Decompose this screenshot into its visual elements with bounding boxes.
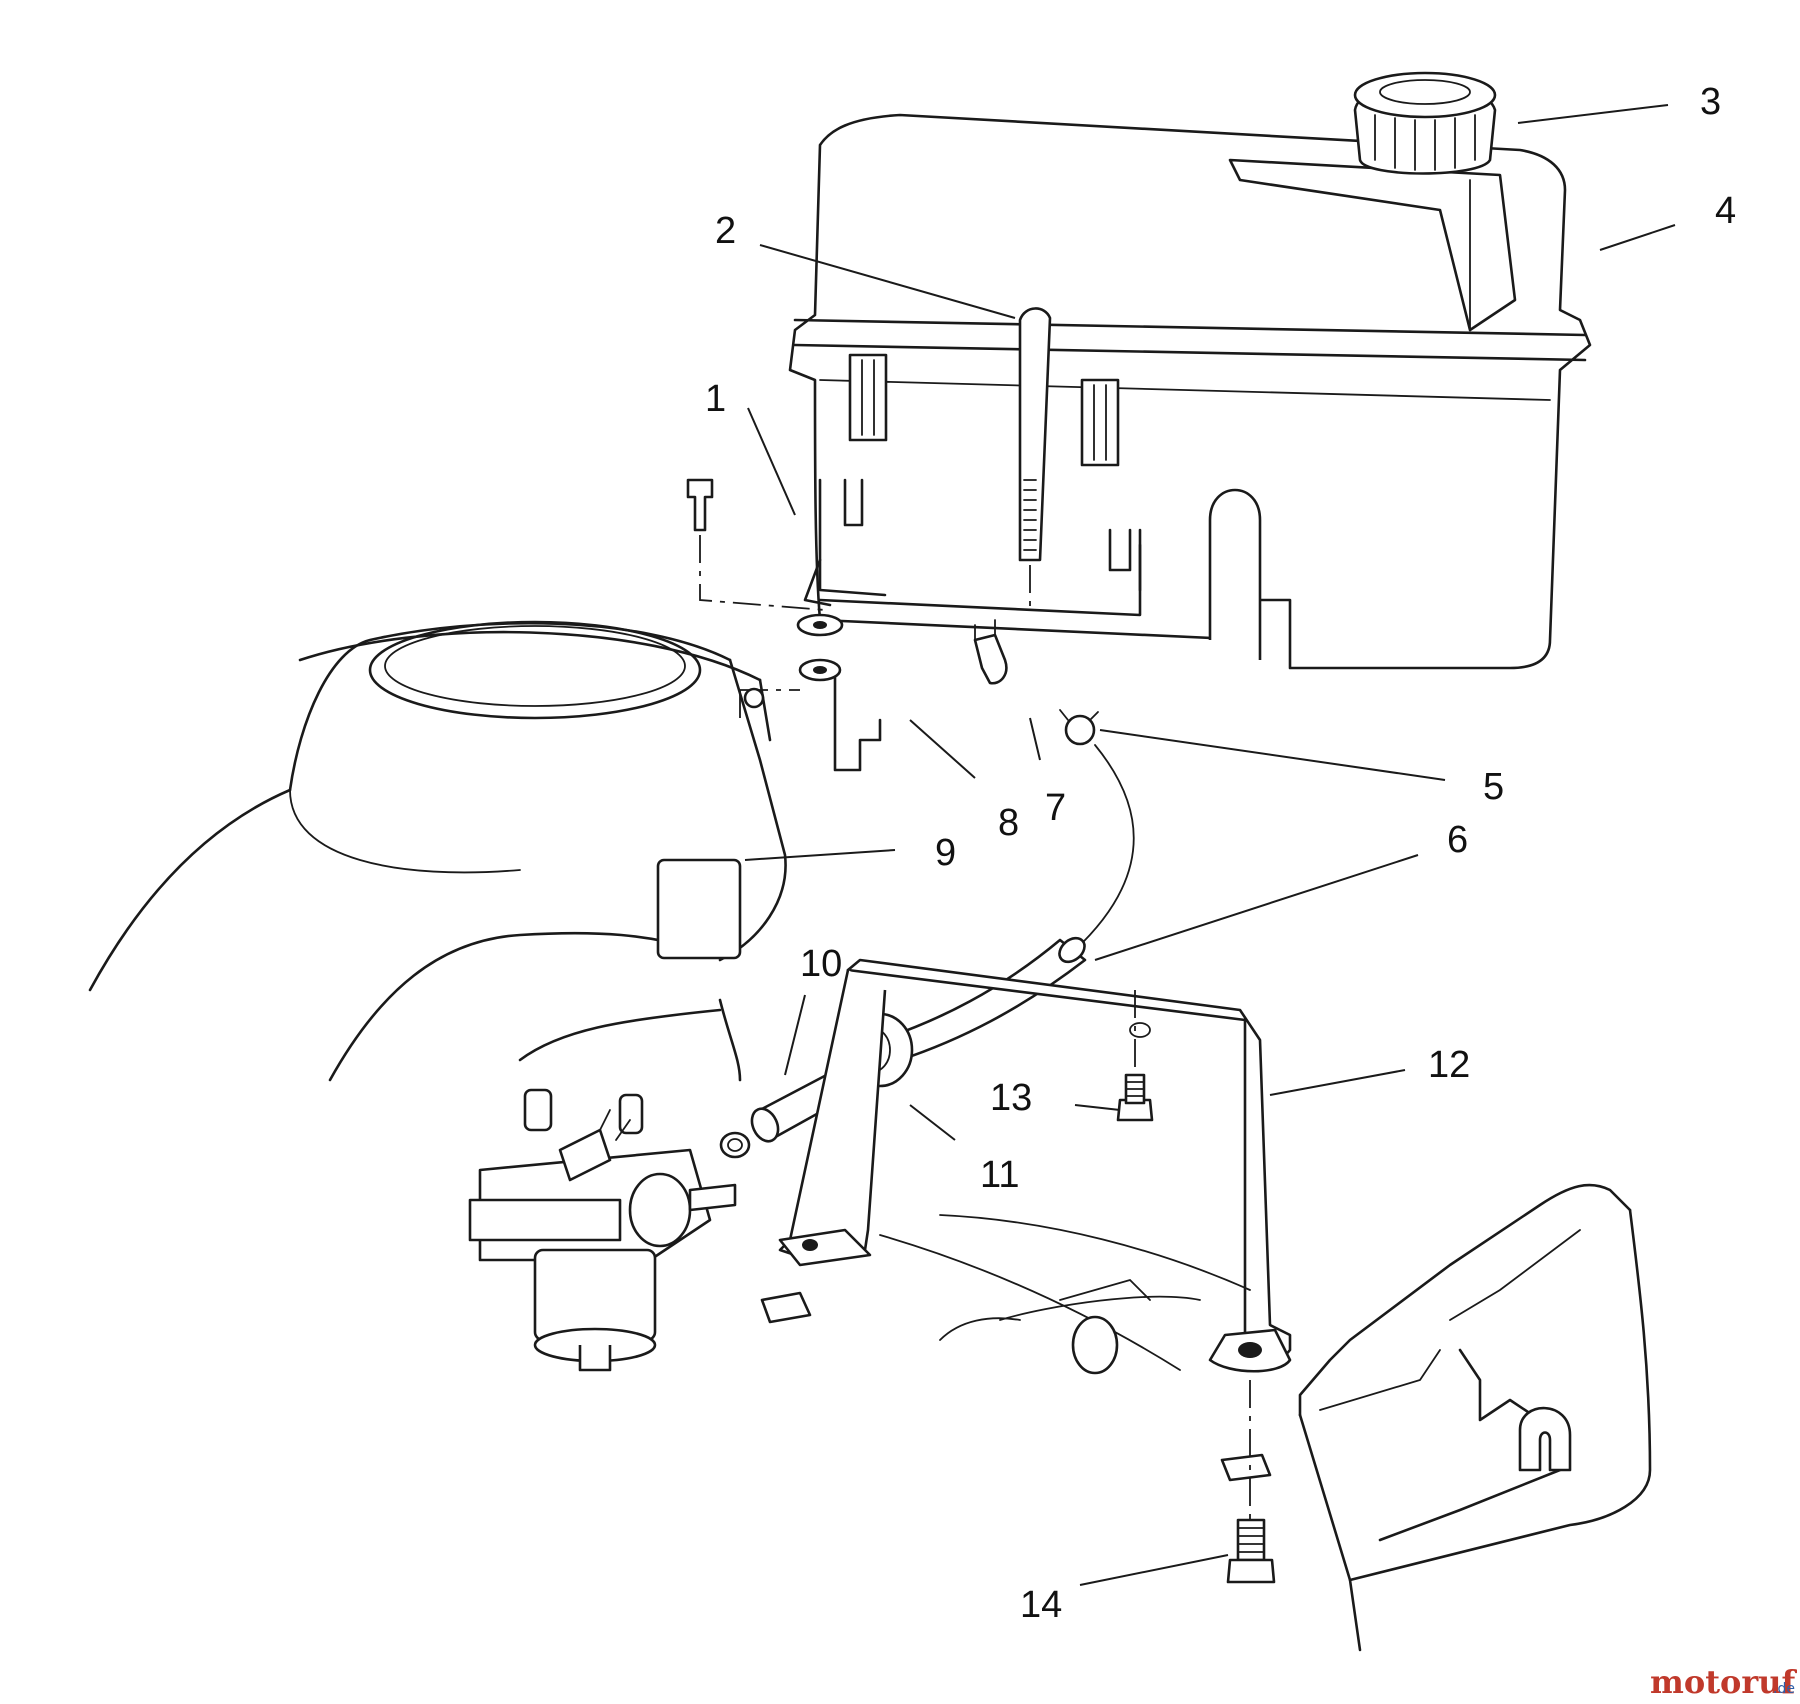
tank-strap — [1018, 307, 1052, 610]
decal-plate — [656, 858, 742, 960]
leader-5 — [1099, 729, 1446, 781]
fuel-tank — [788, 113, 1592, 670]
callout-6: 6 — [1447, 819, 1468, 861]
leader-14 — [1079, 1554, 1229, 1586]
callout-8: 8 — [998, 802, 1019, 844]
engine-shroud — [88, 620, 787, 1082]
callout-4: 4 — [1715, 190, 1736, 232]
bracket-bolt — [686, 478, 714, 532]
callout-11: 11 — [980, 1154, 1019, 1196]
square-nut-lower — [1220, 1453, 1272, 1482]
callout-12: 12 — [1428, 1044, 1470, 1086]
callout-2: 2 — [715, 210, 736, 252]
hose-clamp-lower — [719, 1131, 751, 1159]
callout-3: 3 — [1700, 81, 1721, 123]
callout-numbers: 1 2 3 4 5 6 7 8 9 10 11 12 13 14 — [705, 81, 1736, 1626]
callout-1: 1 — [705, 378, 726, 420]
leader-1 — [747, 407, 796, 516]
watermark-suffix: .de — [1773, 1681, 1795, 1697]
watermark-logo: motoruf .de — [1650, 1663, 1797, 1701]
callout-5: 5 — [1483, 766, 1504, 808]
leader-3 — [1517, 104, 1669, 124]
carburetor — [468, 1088, 737, 1372]
leader-12 — [1269, 1069, 1406, 1096]
fuel-line — [878, 744, 1135, 1062]
leader-10 — [784, 994, 806, 1076]
callout-13: 13 — [990, 1077, 1032, 1119]
leader-11 — [909, 1104, 956, 1141]
leader-2 — [759, 244, 1016, 319]
leader-6 — [1094, 854, 1419, 961]
mower-frame — [879, 1183, 1652, 1652]
square-nut — [760, 1291, 812, 1324]
bolt-13 — [1116, 990, 1154, 1122]
watermark-brand: motoruf — [1650, 1663, 1797, 1701]
tank-slot-left — [848, 353, 888, 442]
tank-bracket — [686, 478, 1142, 772]
hose-clamp-upper — [1059, 709, 1099, 746]
callout-10: 10 — [800, 943, 842, 985]
leader-9 — [744, 849, 896, 861]
callout-9: 9 — [935, 832, 956, 874]
leader-4 — [1599, 224, 1676, 251]
callout-14: 14 — [1020, 1584, 1062, 1626]
fuel-fitting — [973, 619, 1008, 685]
tank-slot-right — [1080, 378, 1120, 467]
leader-8 — [909, 719, 976, 779]
callout-7: 7 — [1045, 787, 1066, 829]
fuel-cap — [1353, 71, 1497, 175]
tank-support-bracket — [760, 958, 1292, 1482]
leader-7 — [1029, 717, 1041, 761]
bolt-14 — [1226, 1380, 1276, 1584]
leader-13 — [1074, 1104, 1121, 1111]
leader-lines — [744, 104, 1676, 1586]
